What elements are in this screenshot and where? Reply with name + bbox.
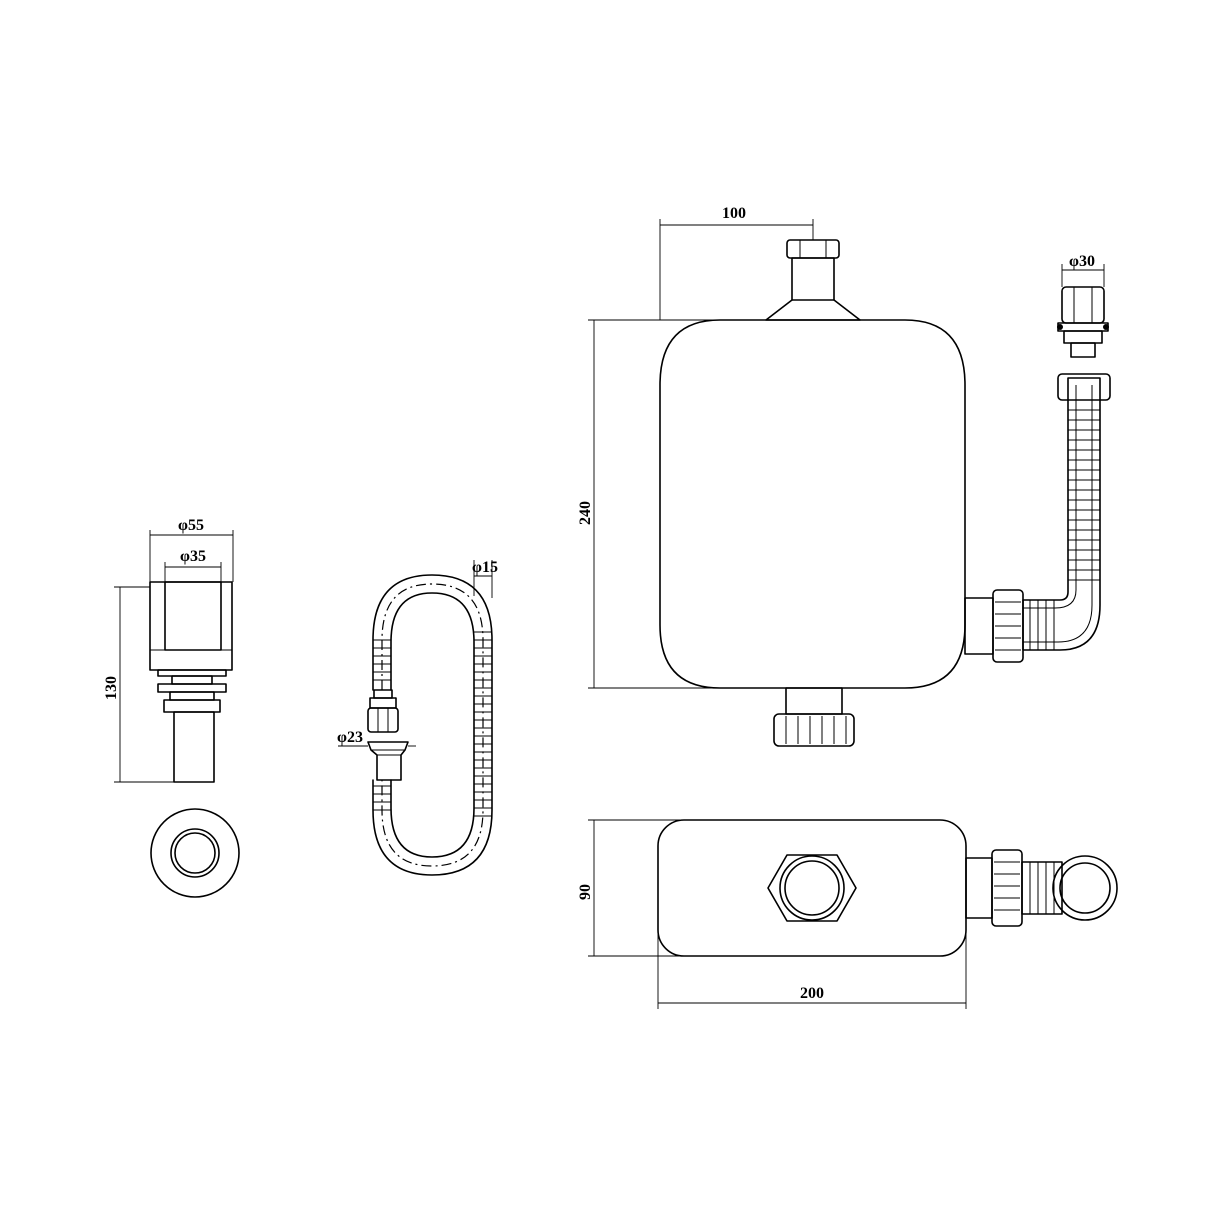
outlet-diameter-dimension: φ30: [1061, 253, 1105, 287]
tank-body-top-view: [657, 819, 1118, 957]
body-width-top-label: 100: [722, 205, 746, 222]
base-depth-dimension: 90: [577, 819, 680, 957]
waste-inner-diameter-dimension: φ35: [164, 548, 222, 582]
tank-body-front-view: [659, 239, 1111, 747]
waste-fitting-side-view: [149, 581, 233, 783]
outlet-connector-detail: [1057, 286, 1109, 358]
hose-connector-diameter-dimension: φ23: [337, 729, 416, 747]
body-width-top-dimension: 100: [659, 205, 814, 320]
waste-height-label: 130: [103, 676, 120, 700]
hose-connector-diameter-label: φ23: [337, 729, 363, 746]
body-height-dimension: 240: [577, 319, 720, 689]
outlet-diameter-label: φ30: [1069, 253, 1095, 270]
hose-diameter-dimension: φ15: [472, 559, 498, 598]
hose-diameter-label: φ15: [472, 559, 498, 576]
base-width-dimension: 200: [657, 930, 967, 1009]
base-depth-label: 90: [577, 884, 594, 900]
flexible-hose: [367, 574, 493, 876]
waste-height-dimension: 130: [103, 586, 174, 783]
waste-inner-diameter-label: φ35: [180, 548, 206, 565]
body-height-label: 240: [577, 501, 594, 525]
waste-fitting-top-view: [150, 808, 240, 898]
waste-outer-diameter-dimension: φ55: [149, 517, 234, 582]
waste-outer-diameter-label: φ55: [178, 517, 204, 534]
base-width-label: 200: [800, 985, 824, 1002]
